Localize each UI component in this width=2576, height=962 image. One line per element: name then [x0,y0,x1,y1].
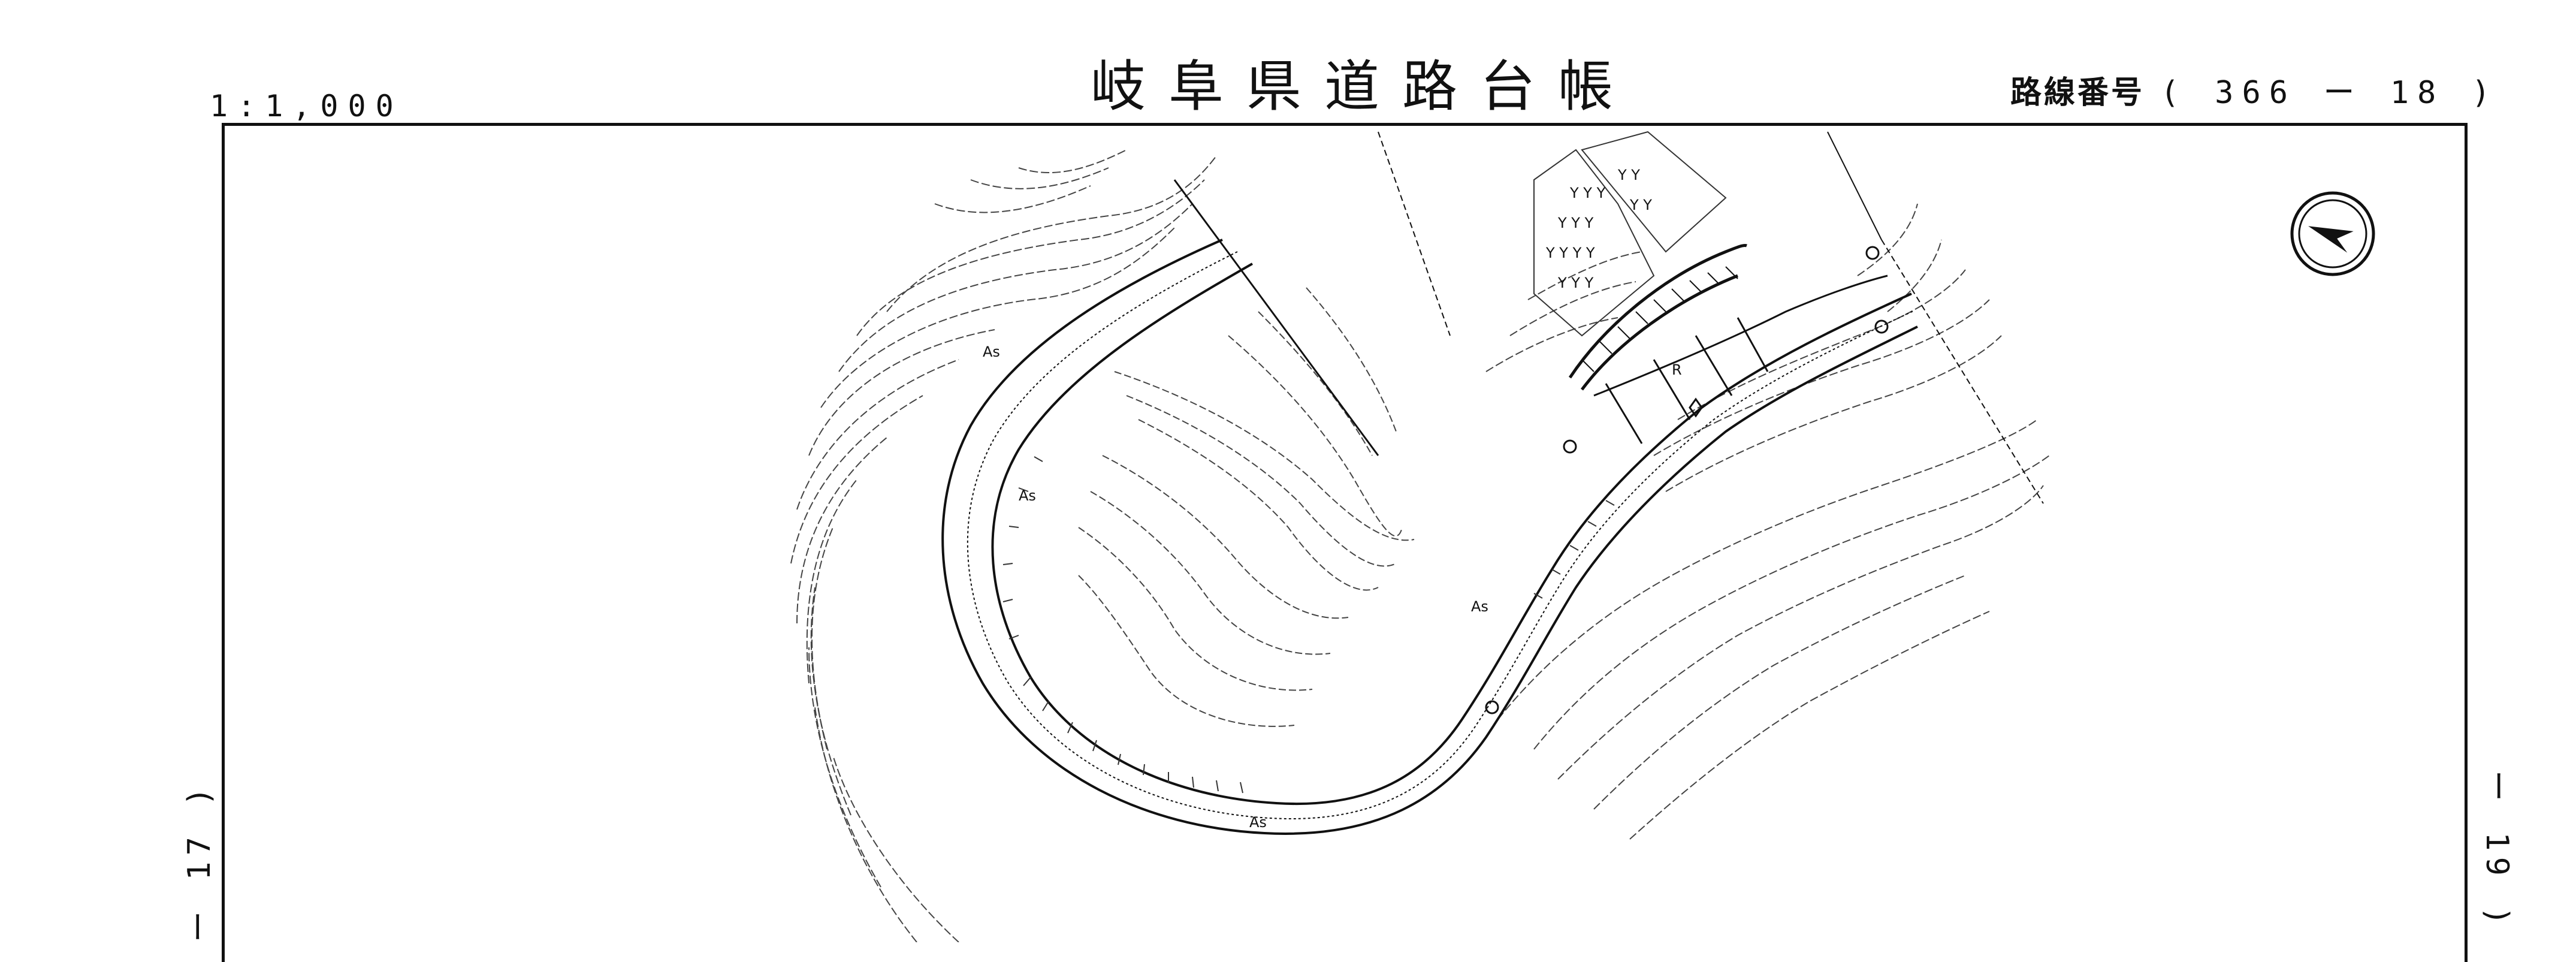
boundary-line [1173,131,2044,504]
north-arrow-icon [2290,191,2375,276]
svg-text:Y Y: Y Y [1629,197,1652,213]
svg-text:Y Y Y Y: Y Y Y Y [1545,245,1595,261]
svg-text:Y Y: Y Y [1617,167,1640,183]
svg-text:Y Y Y: Y Y Y [1557,275,1594,291]
route-label: 路線番号 [2010,75,2145,111]
vegetation-area: Y Y Y Y Y Y Y Y Y Y Y Y Y Y Y Y Y [1533,131,1727,337]
scale-label: 1:1,000 [210,89,403,123]
guardrail-ticks [1002,456,1615,794]
svg-text:Y Y Y: Y Y Y [1557,215,1594,231]
contour-lines-left [790,149,1217,942]
surface-label-3: As [1249,814,1267,831]
page-title: 岐阜県道路台帳 [1091,55,1636,119]
route-number: 路線番号 ( 366 ー 18 ) [2010,67,2499,112]
marker-label: R [1672,361,1682,378]
map-frame [222,123,2468,962]
surface-label-2: As [1471,598,1488,615]
survey-markers [1485,246,1889,714]
road-outline [941,239,1918,835]
road-map-drawing: Y Y Y Y Y Y Y Y Y Y Y Y Y Y Y Y Y As As … [790,131,2375,942]
route-value: ( 366 ー 18 ) [2160,75,2499,111]
bridge-structure [1568,244,1888,444]
surface-label-4: As [983,343,1000,360]
surface-label-1: As [1019,487,1036,504]
contour-lines-center [1078,287,1415,727]
contour-lines-right [1485,203,2050,840]
svg-text:Y Y Y: Y Y Y [1569,185,1606,201]
